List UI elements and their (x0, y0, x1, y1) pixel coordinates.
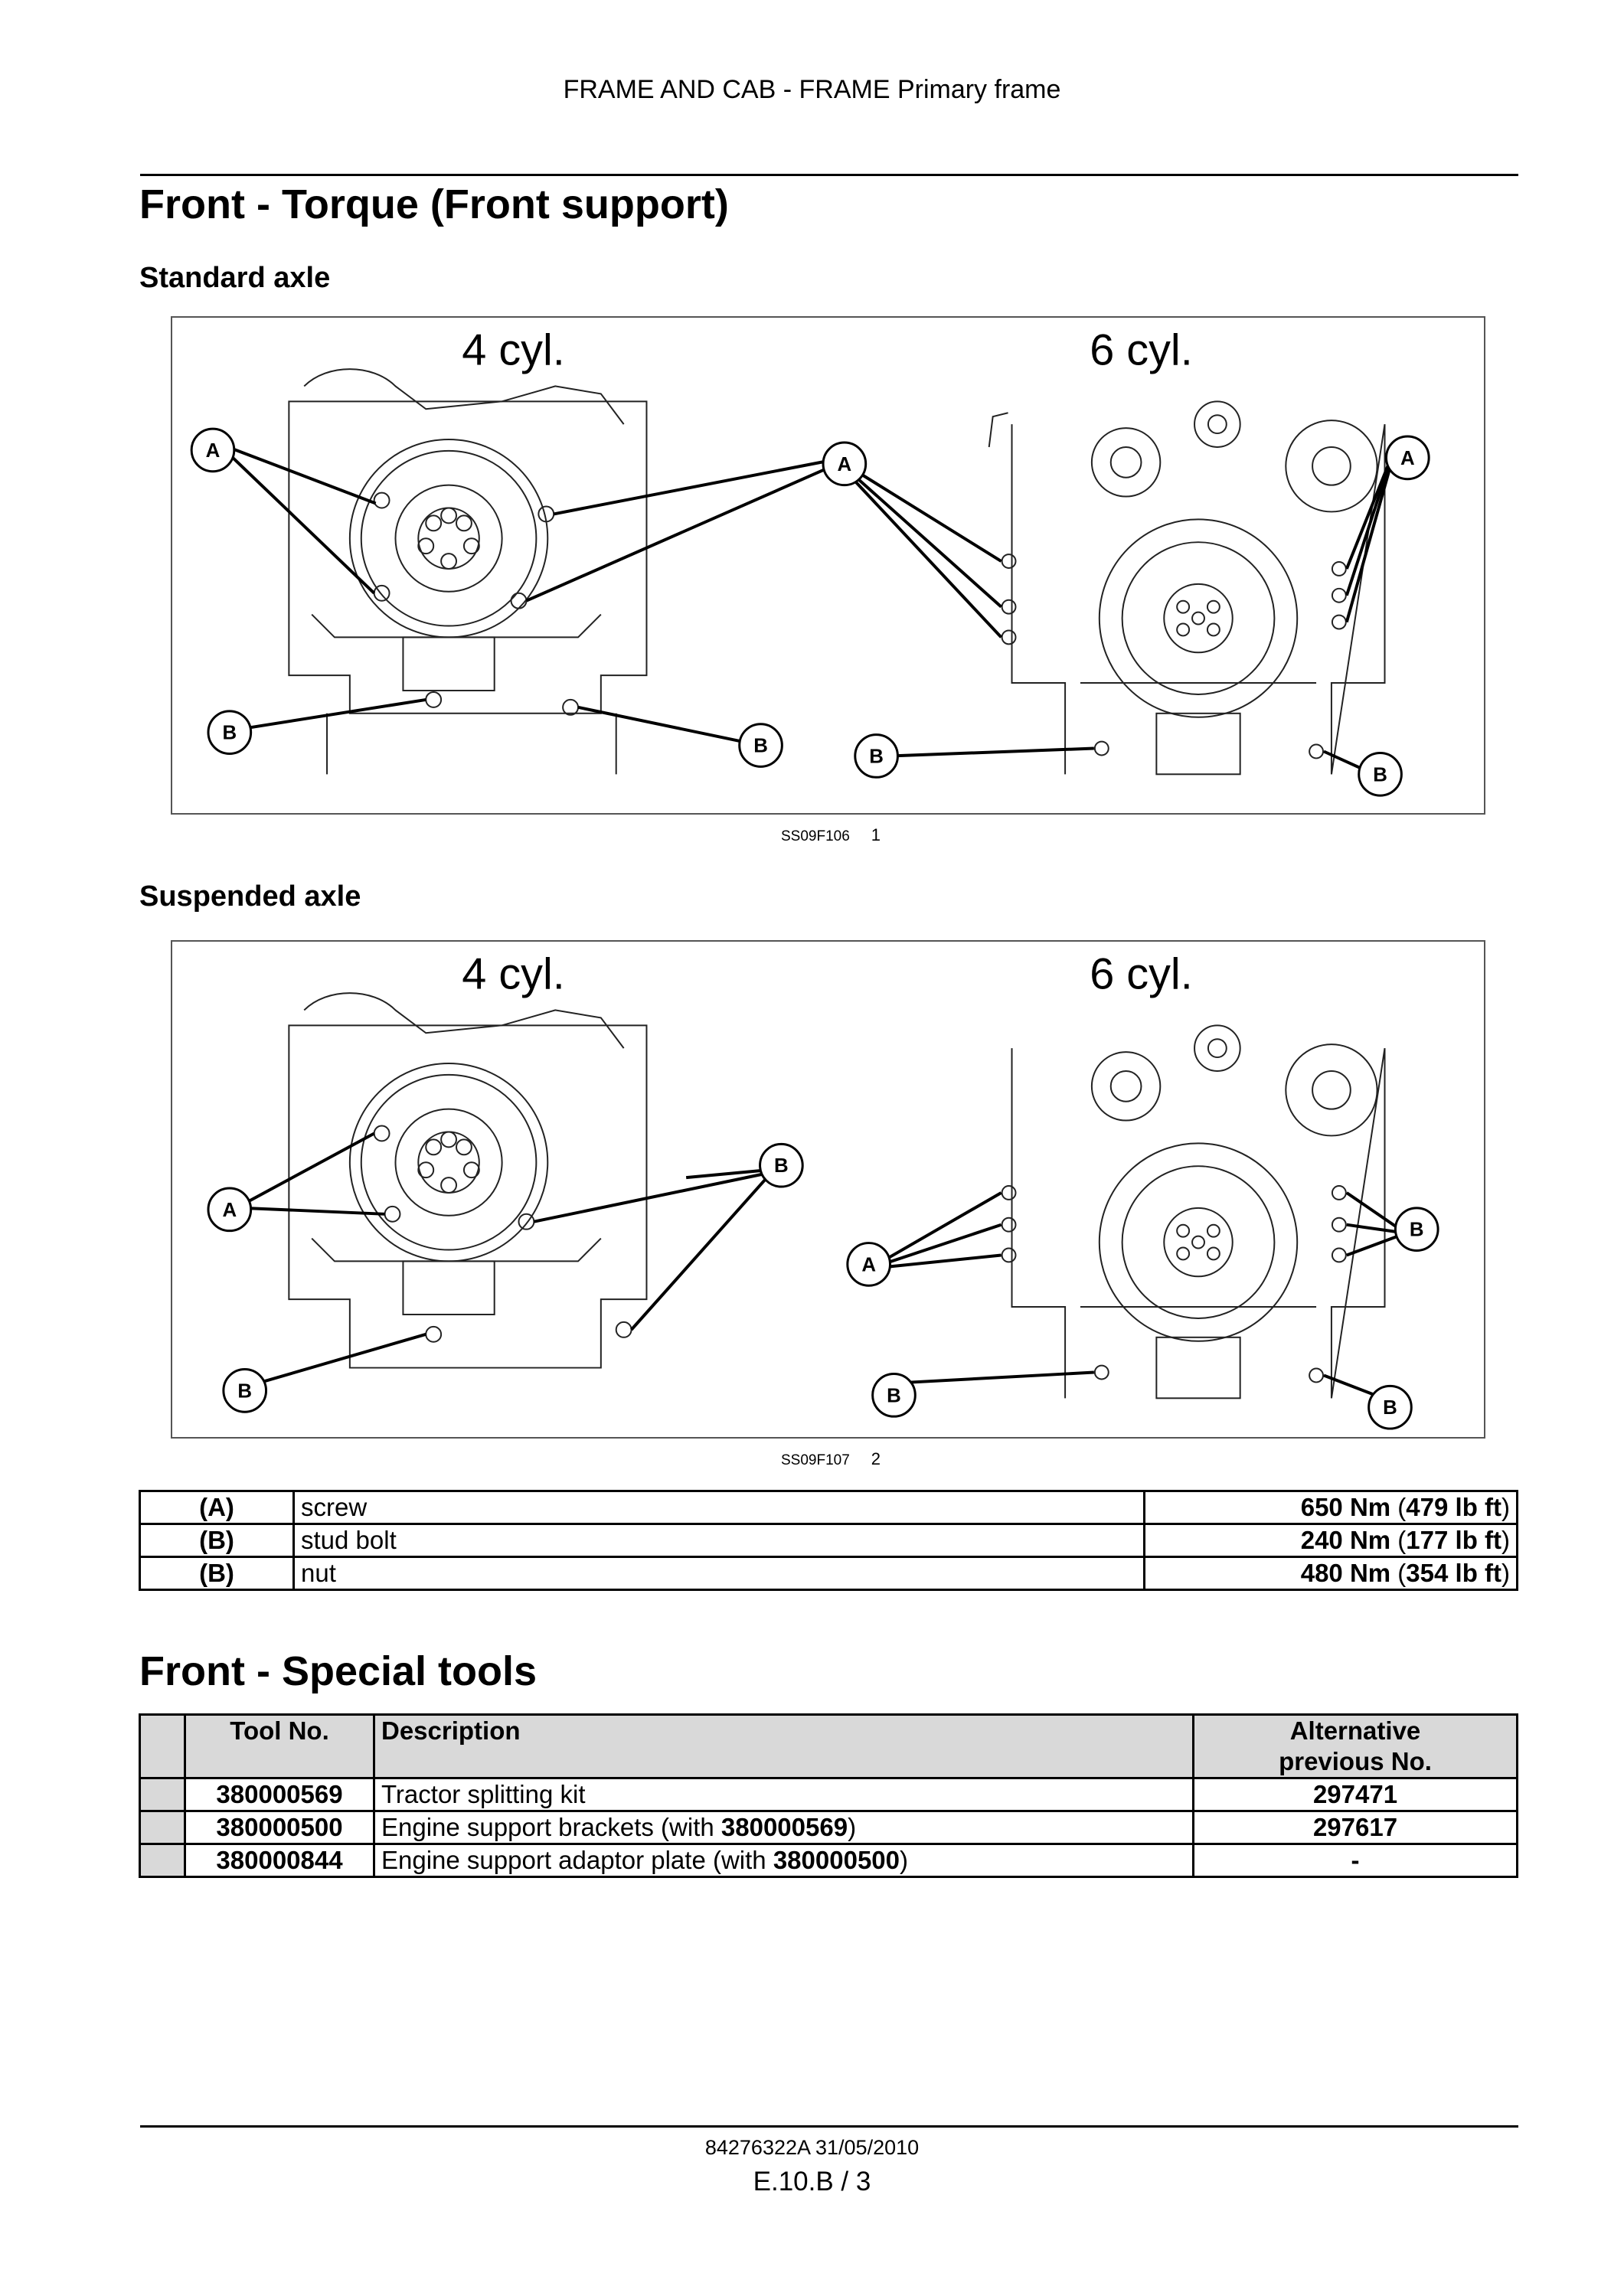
tool-description: Engine support brackets (with 380000569) (373, 1810, 1194, 1845)
table-row: 380000844 Engine support adaptor plate (… (139, 1843, 1518, 1878)
tool-description: Engine support adaptor plate (with 38000… (373, 1843, 1194, 1878)
callout-b-4: B (1358, 751, 1403, 797)
callout-b-2: B (871, 1373, 917, 1418)
callout-b-1: B (222, 1368, 268, 1413)
torque-item: screw (292, 1490, 1145, 1525)
callout-a-left: A (190, 427, 236, 473)
label-4cyl: 4 cyl. (462, 950, 564, 999)
tool-code: 380000500 (184, 1810, 375, 1845)
callout-a-center: A (846, 1242, 891, 1287)
tool-code: 380000569 (184, 1777, 375, 1812)
figure1-code: SS09F106 (781, 828, 850, 844)
figure2-subtitle: Suspended axle (139, 880, 361, 913)
figure2-caption: SS09F107 2 (781, 1449, 881, 1469)
svg-text:A: A (206, 440, 221, 462)
svg-text:A: A (223, 1200, 237, 1221)
svg-text:B: B (237, 1380, 252, 1402)
svg-text:B: B (774, 1155, 789, 1177)
svg-text:B: B (1383, 1397, 1397, 1419)
svg-text:A: A (838, 454, 852, 475)
section-title-torque: Front - Torque (Front support) (139, 181, 729, 227)
label-4cyl: 4 cyl. (462, 326, 564, 375)
engine-diagram-suspended: A B A B B B B 4 cyl. 6 cyl. (207, 950, 1439, 1430)
figure1-caption: SS09F106 1 (781, 825, 881, 845)
tool-code: 380000844 (184, 1843, 375, 1878)
torque-value: 650 Nm (479 lb ft) (1143, 1490, 1518, 1525)
figure1-subtitle: Standard axle (139, 262, 331, 294)
label-6cyl: 6 cyl. (1090, 950, 1193, 999)
callout-a-right: A (1385, 435, 1430, 481)
torque-ref: (B) (139, 1523, 295, 1558)
torque-value: 480 Nm (354 lb ft) (1143, 1556, 1518, 1591)
blank-cell (139, 1713, 186, 1779)
section-title-tools: Front - Special tools (139, 1648, 538, 1694)
svg-text:B: B (1410, 1220, 1424, 1241)
table-row: 380000500 Engine support brackets (with … (139, 1810, 1518, 1845)
torque-ref: (A) (139, 1490, 295, 1525)
footer-doc-id: 84276322A 31/05/2010 (704, 2136, 920, 2159)
figure1-number: 1 (871, 825, 881, 844)
page-header: FRAME AND CAB - FRAME Primary frame (563, 75, 1061, 104)
svg-text:B: B (753, 735, 768, 756)
figure2-number: 2 (871, 1449, 881, 1468)
callout-b-1: B (207, 710, 253, 755)
label-6cyl: 6 cyl. (1090, 326, 1193, 375)
callout-a-left: A (207, 1187, 253, 1233)
tool-alt: - (1192, 1843, 1518, 1878)
svg-text:B: B (223, 723, 237, 744)
callout-b-right: B (1394, 1207, 1439, 1252)
torque-item: nut (292, 1556, 1145, 1591)
svg-text:B: B (1373, 764, 1387, 785)
figure2-code: SS09F107 (781, 1452, 850, 1468)
tool-alt: 297617 (1192, 1810, 1518, 1845)
header-tool-no: Tool No. (184, 1713, 375, 1779)
table-row: (A) screw 650 Nm (479 lb ft) (139, 1490, 1518, 1525)
figure1-illustration: A A A B B B B 4 cyl. 6 cyl. (171, 316, 1485, 815)
torque-item: stud bolt (292, 1523, 1145, 1558)
header-description: Description (373, 1713, 1194, 1779)
tool-description: Tractor splitting kit (373, 1777, 1194, 1812)
header-rule (140, 174, 1518, 176)
callout-b-3: B (854, 733, 899, 779)
callout-b-top: B (759, 1142, 804, 1188)
torque-table: (A) screw 650 Nm (479 lb ft) (B) stud bo… (139, 1490, 1518, 1591)
torque-value: 240 Nm (177 lb ft) (1143, 1523, 1518, 1558)
callout-a-center: A (822, 441, 868, 487)
svg-text:B: B (869, 746, 884, 767)
figure2-illustration: A B A B B B B 4 cyl. 6 cyl. (171, 940, 1485, 1439)
table-row: (B) stud bolt 240 Nm (177 lb ft) (139, 1523, 1518, 1558)
torque-ref: (B) (139, 1556, 295, 1591)
svg-text:A: A (861, 1254, 876, 1275)
footer-page-number: E.10.B / 3 (753, 2167, 871, 2196)
engine-diagram-standard: A A A B B B B 4 cyl. 6 cyl. (190, 326, 1430, 797)
table-row: 380000569 Tractor splitting kit 297471 (139, 1777, 1518, 1812)
svg-text:A: A (1400, 448, 1415, 469)
callout-b-2: B (738, 723, 783, 768)
table-row: (B) nut 480 Nm (354 lb ft) (139, 1556, 1518, 1591)
svg-text:B: B (887, 1385, 901, 1406)
tool-alt: 297471 (1192, 1777, 1518, 1812)
callout-b-3: B (1367, 1384, 1413, 1430)
footer-rule (140, 2125, 1518, 2128)
